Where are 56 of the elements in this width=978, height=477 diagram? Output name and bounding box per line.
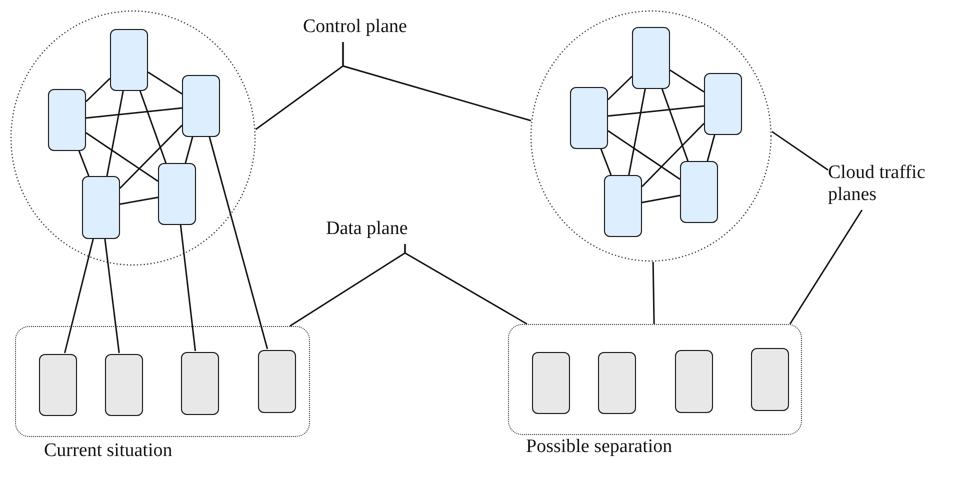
plane-label: Cloud traffic planes bbox=[828, 162, 928, 210]
control-node-box bbox=[110, 29, 148, 91]
connector-line bbox=[208, 136, 268, 350]
connector-line bbox=[706, 134, 716, 162]
leader-line bbox=[789, 210, 863, 324]
data-node-box bbox=[39, 354, 77, 416]
data-node-box bbox=[105, 354, 143, 416]
control-node-box bbox=[680, 161, 718, 223]
dotted-circle bbox=[530, 10, 772, 262]
connector-line bbox=[104, 238, 120, 354]
connector-line bbox=[64, 238, 94, 354]
control-node-box bbox=[704, 73, 742, 135]
data-node-box bbox=[598, 352, 636, 414]
plane-label: Data plane bbox=[326, 218, 436, 244]
leader-line bbox=[342, 42, 532, 122]
connector-line bbox=[670, 70, 704, 92]
caption: Current situation bbox=[44, 440, 172, 462]
control-node-box bbox=[632, 27, 670, 89]
leader-line bbox=[772, 130, 828, 171]
connector-line bbox=[652, 262, 655, 324]
control-node-box bbox=[82, 176, 120, 239]
connector-line bbox=[180, 224, 196, 352]
connector-line bbox=[120, 196, 158, 205]
connector-line bbox=[184, 136, 194, 164]
control-node-box bbox=[182, 75, 220, 137]
control-node-box bbox=[48, 89, 86, 151]
connector-line bbox=[85, 78, 111, 102]
connector-line bbox=[78, 150, 90, 176]
caption: Possible separation bbox=[526, 436, 672, 458]
connector-line bbox=[600, 148, 612, 176]
connector-line bbox=[608, 105, 704, 117]
connector-line bbox=[608, 130, 680, 180]
control-node-box bbox=[158, 163, 196, 225]
connector-line bbox=[641, 122, 705, 188]
data-node-box bbox=[675, 350, 713, 413]
data-node-box bbox=[532, 352, 570, 414]
connector-line bbox=[642, 194, 680, 204]
data-node-box bbox=[258, 350, 296, 413]
leader-line bbox=[404, 244, 528, 325]
connector-line bbox=[661, 88, 689, 162]
control-node-box bbox=[604, 175, 642, 237]
control-node-box bbox=[570, 87, 608, 149]
dotted-frame bbox=[508, 324, 802, 435]
dotted-circle bbox=[10, 10, 256, 266]
data-node-box bbox=[751, 348, 789, 411]
connector-line bbox=[628, 88, 646, 176]
dotted-frame bbox=[15, 326, 310, 437]
connector-line bbox=[139, 90, 167, 164]
connector-line bbox=[607, 76, 633, 100]
connector-line bbox=[106, 90, 124, 176]
data-node-box bbox=[181, 352, 219, 415]
connector-line bbox=[86, 107, 182, 119]
plane-label: Control plane bbox=[303, 16, 425, 42]
connector-line bbox=[86, 132, 158, 182]
connector-line bbox=[148, 72, 182, 94]
connector-line bbox=[119, 124, 183, 189]
